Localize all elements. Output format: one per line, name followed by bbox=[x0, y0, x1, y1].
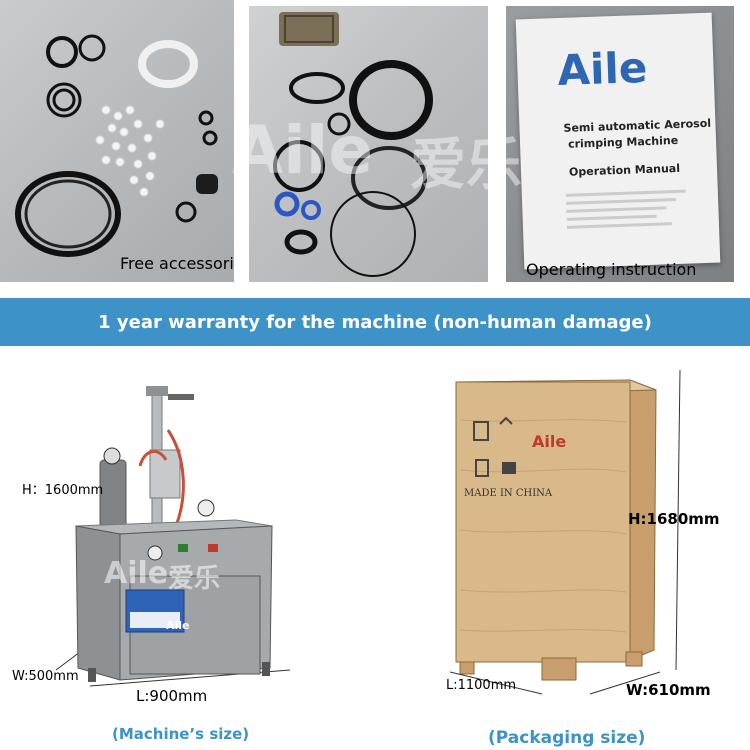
operation-manual: Aile Semi automatic Aerosol crimping Mac… bbox=[515, 12, 721, 270]
manual-text-line bbox=[565, 189, 686, 197]
machine-watermark-chinese: 爱乐 bbox=[168, 564, 221, 594]
packaging-height-label: H:1680mm bbox=[628, 510, 720, 528]
manual-title-line1: Semi automatic Aerosol bbox=[563, 116, 712, 135]
manual-brand: Aile bbox=[556, 42, 649, 96]
machine-height-label: H：1600mm bbox=[22, 483, 104, 498]
operating-instruction-caption: Operating instruction bbox=[526, 260, 697, 279]
warranty-banner: 1 year warranty for the machine (non-hum… bbox=[0, 298, 750, 346]
crate-brand: Aile bbox=[532, 432, 567, 451]
free-accessories-caption: Free accessories bbox=[120, 254, 234, 273]
crate-illustration bbox=[449, 369, 681, 695]
machine-illustration bbox=[55, 386, 291, 687]
manual-text-line bbox=[566, 222, 672, 229]
packaging-length-label: L:1100mm bbox=[446, 678, 517, 693]
manual-text-line bbox=[566, 198, 677, 205]
watermark-chinese: 爱乐 bbox=[410, 133, 522, 198]
manual-subtitle: Operation Manual bbox=[568, 161, 681, 179]
manual-text-line bbox=[566, 214, 657, 221]
manual-photo: Aile Semi automatic Aerosol crimping Mac… bbox=[506, 6, 734, 282]
packaging-size-caption: (Packaging size) bbox=[488, 728, 646, 748]
seal-rings-illustration bbox=[15, 34, 218, 257]
machine-watermark-latin: Aile bbox=[104, 556, 169, 591]
packaging-width-label: W:610mm bbox=[626, 681, 711, 699]
watermark-latin: Aile bbox=[232, 112, 374, 189]
manual-text-line bbox=[566, 206, 667, 213]
crate-made-in-china: MADE IN CHINA bbox=[464, 488, 553, 499]
accessories-photo-1: Free accessories bbox=[0, 0, 234, 282]
machine-width-label: W:500mm bbox=[12, 669, 79, 684]
accessories-photo-2 bbox=[249, 6, 488, 282]
machine-brand-plate: Aile bbox=[166, 619, 190, 632]
manual-title-line2: crimping Machine bbox=[567, 133, 679, 151]
seals-and-parts-illustration bbox=[273, 12, 433, 277]
machine-size-caption: (Machine’s size) bbox=[112, 725, 250, 743]
machine-length-label: L:900mm bbox=[136, 687, 208, 705]
